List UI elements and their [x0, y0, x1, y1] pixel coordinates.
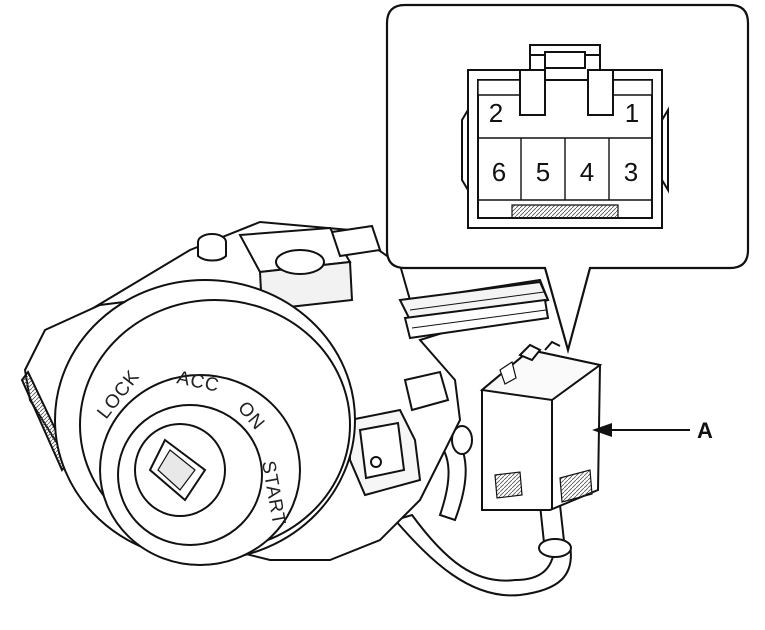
- connector-a: [479, 340, 603, 511]
- pin-label: 3: [624, 157, 638, 187]
- pin-label: 6: [492, 157, 506, 187]
- key-cylinder: [54, 279, 356, 566]
- pin-label: 4: [580, 157, 594, 187]
- pin-label: 1: [625, 98, 639, 128]
- pin-label: 5: [536, 157, 550, 187]
- wire-harness: [393, 425, 572, 597]
- connector-detail-callout: 2 1 6 5 4 3: [385, 3, 750, 355]
- pin-numbers: 2 1 6 5 4 3: [489, 98, 639, 187]
- connector-face: [461, 44, 669, 229]
- callout-arrow-a: A: [592, 418, 713, 443]
- pin-label: 2: [489, 98, 503, 128]
- arrow-head: [592, 423, 612, 437]
- callout-label-a: A: [697, 418, 713, 443]
